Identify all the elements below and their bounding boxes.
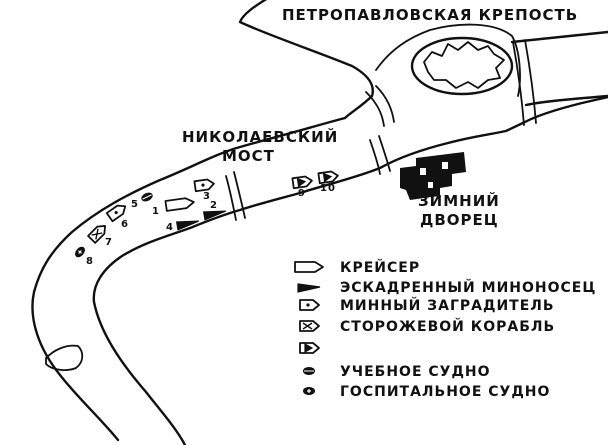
ship-number: 1 bbox=[152, 206, 160, 217]
river-shoreline-south bbox=[92, 95, 608, 445]
hospital-ship-icon bbox=[302, 386, 316, 396]
ship-number: 8 bbox=[86, 256, 94, 267]
palace-bridge bbox=[369, 135, 391, 175]
ship-number: 10 bbox=[320, 183, 336, 194]
nikolaevsky-bridge bbox=[225, 171, 246, 221]
ship-number: 6 bbox=[121, 219, 129, 230]
ship-8[interactable] bbox=[72, 244, 88, 260]
river-bank-east bbox=[510, 30, 608, 107]
peter-paul-fortress bbox=[410, 36, 514, 96]
island-edge bbox=[375, 23, 521, 97]
patrol-ship-variant-icon bbox=[299, 342, 320, 354]
legend-label-cruiser: КРЕЙСЕР bbox=[340, 259, 420, 276]
ship-number: 5 bbox=[131, 199, 139, 210]
fortress-bridge bbox=[365, 85, 395, 127]
legend-label-destroyer: ЭСКАДРЕННЫЙ МИНОНОСЕЦ bbox=[340, 279, 596, 296]
ship-5[interactable] bbox=[139, 190, 155, 204]
legend-label-training-ship: УЧЕБНОЕ СУДНО bbox=[340, 364, 491, 380]
bridge-label-line1: НИКОЛАЕВСКИЙ bbox=[182, 127, 338, 146]
legend-label-minelayer: МИННЫЙ ЗАГРАДИТЕЛЬ bbox=[340, 297, 555, 314]
ship-3[interactable] bbox=[193, 177, 216, 193]
ship-9[interactable] bbox=[291, 174, 314, 190]
ship-1[interactable] bbox=[164, 196, 196, 212]
legend-label-hospital-ship: ГОСПИТАЛЬНОЕ СУДНО bbox=[340, 384, 550, 400]
ship-number: 2 bbox=[210, 200, 218, 211]
east-bridge bbox=[512, 39, 537, 126]
ship-number: 7 bbox=[105, 237, 113, 248]
cruiser-icon bbox=[294, 261, 324, 273]
ship-number: 3 bbox=[203, 191, 211, 202]
minelayer-icon bbox=[299, 299, 320, 311]
bridge-label-line2: МОСТ bbox=[222, 147, 275, 165]
river-shoreline-north bbox=[31, 0, 374, 442]
small-islet bbox=[45, 344, 84, 371]
legend-label-patrol-ship: СТОРОЖЕВОЙ КОРАБЛЬ bbox=[340, 318, 555, 335]
destroyer-icon bbox=[297, 283, 321, 293]
ship-number: 4 bbox=[166, 222, 174, 233]
fortress-label: ПЕТРОПАВЛОВСКАЯ КРЕПОСТЬ bbox=[282, 6, 578, 24]
ship-number: 9 bbox=[298, 188, 306, 199]
winter-palace bbox=[400, 152, 466, 200]
palace-label-line1: ЗИМНИЙ bbox=[418, 191, 500, 210]
palace-label-line2: ДВОРЕЦ bbox=[420, 211, 499, 229]
patrol-ship-icon bbox=[299, 320, 320, 332]
legend: КРЕЙСЕР ЭСКАДРЕННЫЙ МИНОНОСЕЦ МИННЫЙ ЗАГ… bbox=[294, 259, 596, 400]
training-ship-icon bbox=[302, 366, 316, 376]
